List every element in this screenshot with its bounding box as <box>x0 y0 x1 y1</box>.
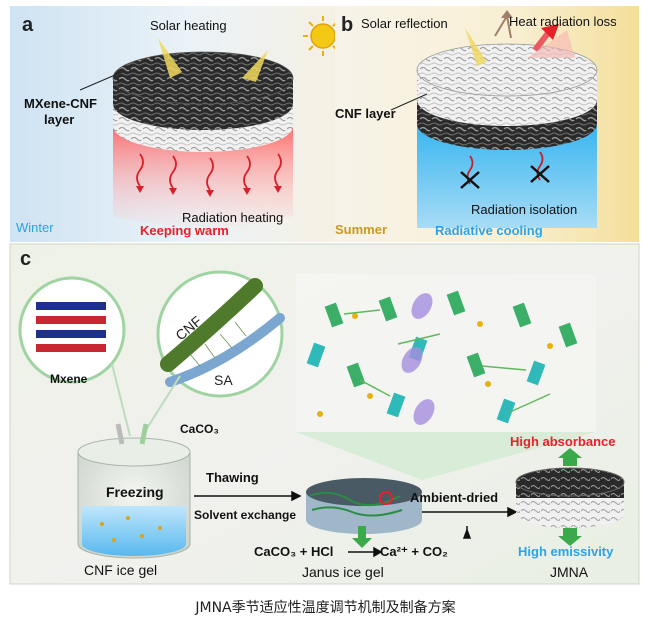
solvent-exchange-label: Solvent exchange <box>194 508 297 522</box>
janus-ice-gel-label: Janus ice gel <box>302 564 384 580</box>
solar-reflection-label: Solar reflection <box>361 16 448 31</box>
high-absorbance-label: High absorbance <box>510 434 616 449</box>
heat-loss-arrow <box>532 30 552 52</box>
panel-a-winter: a Solar heating MXene-CNF layer Radiatio… <box>10 6 335 242</box>
panel-a-letter: a <box>22 14 34 36</box>
solar-heating-label: Solar heating <box>150 18 227 33</box>
jmna-label: JMNA <box>550 564 589 580</box>
panel-b-illustration <box>335 6 639 242</box>
reaction-products: Ca²⁺ + CO₂ <box>380 544 448 559</box>
cnf-layer-label: CNF layer <box>335 106 396 121</box>
panel-b-summer: b Solar reflection Heat radiation loss C… <box>335 6 639 242</box>
panel-c-illustration <box>9 243 640 585</box>
janus-ice-gel <box>306 478 422 548</box>
cnf-ice-gel-label: CNF ice gel <box>84 562 158 578</box>
figure: a Solar heating MXene-CNF layer Radiatio… <box>9 6 640 585</box>
keeping-warm-label: Keeping warm <box>140 223 229 238</box>
panel-b-letter: b <box>341 14 354 36</box>
solar-ray-left <box>158 38 182 78</box>
radiation-heating-label: Radiation heating <box>182 210 284 225</box>
summer-label: Summer <box>335 222 388 237</box>
mxene-cnf-layer-label-2: layer <box>44 112 75 127</box>
radiative-cooling-label: Radiative cooling <box>435 223 543 238</box>
radiation-heating-glow <box>113 124 293 227</box>
reaction-reactants: CaCO₃ + HCl <box>254 544 334 559</box>
high-emissivity-label: High emissivity <box>518 544 614 559</box>
ambient-dried-label: Ambient-dried <box>410 490 499 505</box>
mxene-label: Mxene <box>50 372 88 386</box>
winter-label: Winter <box>16 220 54 235</box>
caco3-label: CaCO₃ <box>180 422 219 436</box>
mxene-structure-icon <box>18 276 126 384</box>
radiation-heating-arrows <box>136 153 282 191</box>
panel-a-illustration <box>10 6 335 242</box>
cnf-sa-fiber-icon <box>156 270 285 398</box>
mxene-cnf-layer-label: MXene-CNF <box>24 96 97 111</box>
thawing-label: Thawing <box>206 470 259 485</box>
molecular-network <box>296 274 596 432</box>
cnf-ice-gel-cup <box>77 423 191 559</box>
jmna-disc <box>515 448 625 546</box>
figure-caption: JMNA季节适应性温度调节机制及制备方案 <box>195 600 456 616</box>
radiation-isolation-label: Radiation isolation <box>471 202 578 217</box>
heat-radiation-loss-label: Heat radiation loss <box>509 14 617 29</box>
sa-fiber-label: SA <box>214 372 233 388</box>
panel-c-letter: c <box>20 248 32 270</box>
panel-c-preparation: c Mxene CNF SA CaCO₃ Freezing Thawing So… <box>9 243 640 585</box>
freezing-label: Freezing <box>106 484 164 500</box>
solar-ray-right <box>242 50 268 82</box>
